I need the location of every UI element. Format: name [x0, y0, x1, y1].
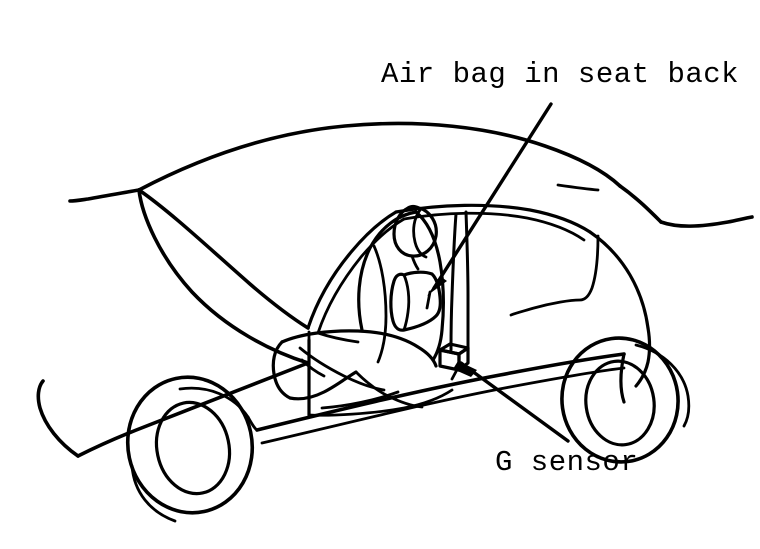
arrowhead-airbag: [427, 276, 447, 296]
air-bag-module-face: [402, 273, 411, 332]
seat-cushion-crease-2: [300, 358, 326, 378]
seat-base-bottom: [320, 390, 400, 410]
label-g-sensor: G sensor: [495, 446, 639, 479]
b-pillar-front-edge: [449, 212, 458, 352]
rear-wheel-tire: [560, 336, 680, 464]
roof-rail-inner: [402, 211, 586, 242]
rear-roof-rail: [588, 230, 650, 330]
front-window-sill: [316, 331, 360, 344]
front-bumper-curve: [36, 379, 80, 458]
front-wheel-arch-highlight: [178, 386, 250, 419]
rear-wheel-arch-highlight: [634, 343, 691, 428]
hood-lower-edge: [137, 188, 310, 365]
leader-line-airbag: [432, 102, 553, 290]
seat-back-rear-edge: [414, 210, 445, 362]
front-wheel-well-line: [246, 415, 259, 432]
interior-floor-line: [307, 388, 454, 417]
seat-cushion-front: [271, 340, 292, 400]
roof-line: [137, 121, 622, 192]
headrest: [392, 204, 438, 258]
label-air-bag-in-seat-back: Air bag in seat back: [381, 58, 740, 91]
headrest-crease: [412, 208, 428, 259]
arrowhead-airbag-tail: [425, 290, 432, 310]
headrest-post: [410, 254, 420, 271]
a-pillar-outer: [306, 210, 398, 330]
front-wheel-tire: [125, 375, 255, 515]
air-bag-module: [389, 270, 442, 332]
rocker-panel-inner: [260, 366, 626, 445]
rear-deck-line: [659, 215, 754, 228]
seat-cushion: [280, 329, 438, 368]
rear-quarter-window: [509, 234, 600, 317]
a-pillar-inner: [316, 217, 406, 335]
seat-back-bolster: [372, 244, 388, 364]
hood-top-edge: [68, 188, 141, 203]
windshield-upper-line: [137, 188, 310, 330]
seat-back: [357, 210, 418, 332]
roof-rail-outer: [394, 203, 592, 234]
arrowhead-gsensor-tail: [450, 364, 461, 381]
rear-spoiler-tick: [556, 183, 600, 192]
rear-wheel-hub: [584, 359, 656, 447]
rear-roof-line: [618, 184, 663, 224]
leader-line-gsensor: [459, 361, 570, 443]
front-wheel-tread-arc: [130, 464, 177, 523]
front-wheel-hub: [154, 400, 232, 496]
rear-quarter-panel: [634, 326, 652, 388]
rear-wheel-arch: [619, 352, 626, 404]
